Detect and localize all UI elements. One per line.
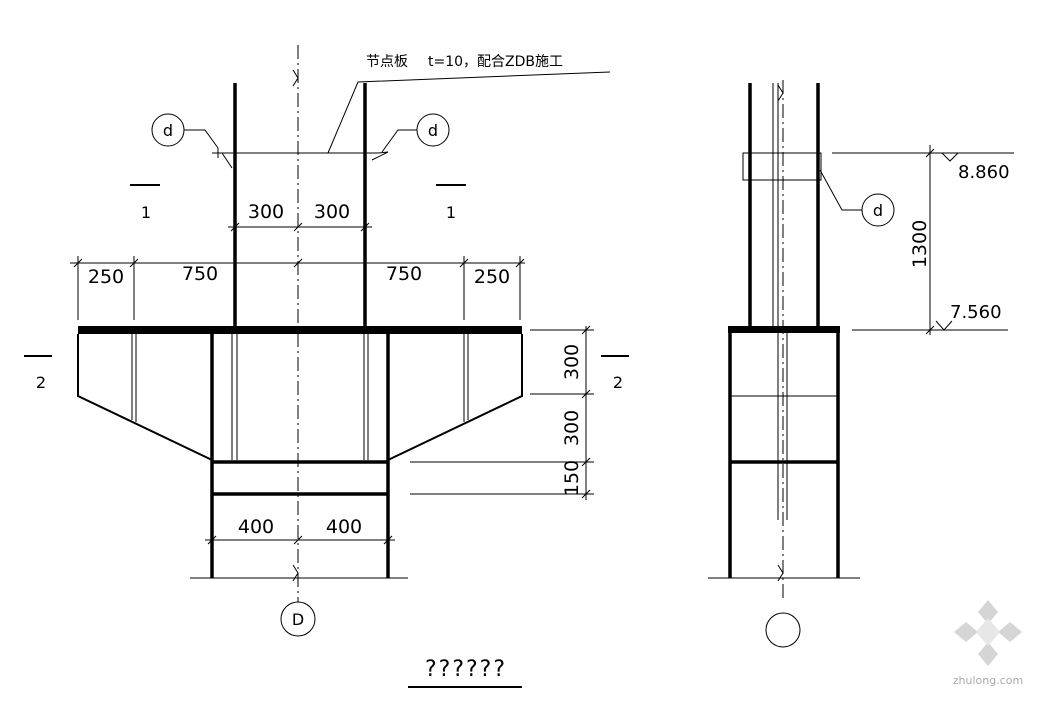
dim-vert-mid: 300 (561, 410, 583, 446)
watermark-text: zhulong.com (953, 674, 1023, 687)
section-mark-upper-left: 1 (141, 203, 151, 222)
elevation-triangle-bottom (935, 320, 953, 331)
dim-base-left: 400 (238, 516, 274, 538)
dim-vert-bottom: 150 (561, 460, 583, 496)
bubble-leader (184, 129, 219, 149)
side-gusset-plate (742, 152, 822, 181)
section-mark-lower-left: 2 (36, 373, 46, 392)
note-label: 节点板 (366, 54, 408, 70)
cap-plate (78, 326, 522, 334)
elevation-triangle-top (941, 152, 959, 162)
detail-bubble-label-side: d (873, 201, 883, 220)
drawing-title: ?????? (425, 657, 507, 682)
note-spec: t=10，配合ZDB施工 (428, 54, 563, 70)
dim-ticks (230, 222, 370, 232)
bracket-right-edge (387, 334, 523, 461)
dim-outer-left: 250 (88, 266, 124, 288)
dim-vert-top: 300 (561, 344, 583, 380)
elevation-bottom: 7.560 (950, 302, 1002, 323)
dim-outer-right: 250 (474, 266, 510, 288)
dim-half-column-right: 300 (314, 201, 350, 223)
break-mark-bottom (292, 564, 299, 582)
dim-side-height: 1300 (909, 220, 931, 268)
bubble-leader (819, 169, 862, 211)
dim-inner-right: 750 (386, 263, 422, 285)
grid-axis-label: D (292, 610, 304, 629)
watermark-logo (954, 600, 1022, 666)
bubble-leader (381, 129, 417, 153)
weld-right (371, 151, 389, 161)
side-cap-plate (728, 326, 840, 333)
section-mark-upper-right: 1 (446, 203, 456, 222)
section-mark-lower-right: 2 (613, 373, 623, 392)
detail-bubble-label-right: d (428, 121, 438, 140)
detail-bubble-label-left: d (163, 121, 173, 140)
front-elevation: 300 300 250 750 750 250 300 300 150 400 … (24, 45, 629, 637)
dim-ticks (207, 535, 393, 545)
detail-bubble (861, 193, 895, 227)
break-mark-top (292, 69, 299, 87)
grid-axis-bubble-side (765, 612, 801, 648)
note-leader (327, 71, 611, 154)
dim-half-column-left: 300 (248, 201, 284, 223)
bracket-left-edge (77, 334, 213, 461)
elevation-top: 8.860 (958, 162, 1010, 183)
dim-inner-left: 750 (182, 263, 218, 285)
dim-base-right: 400 (326, 516, 362, 538)
break-mark-bottom (777, 564, 784, 582)
grid-axis-bubble (280, 601, 316, 637)
weld-left (212, 148, 233, 169)
side-elevation: 1300 8.860 7.560 d (708, 80, 1014, 648)
break-mark-top (777, 84, 784, 102)
